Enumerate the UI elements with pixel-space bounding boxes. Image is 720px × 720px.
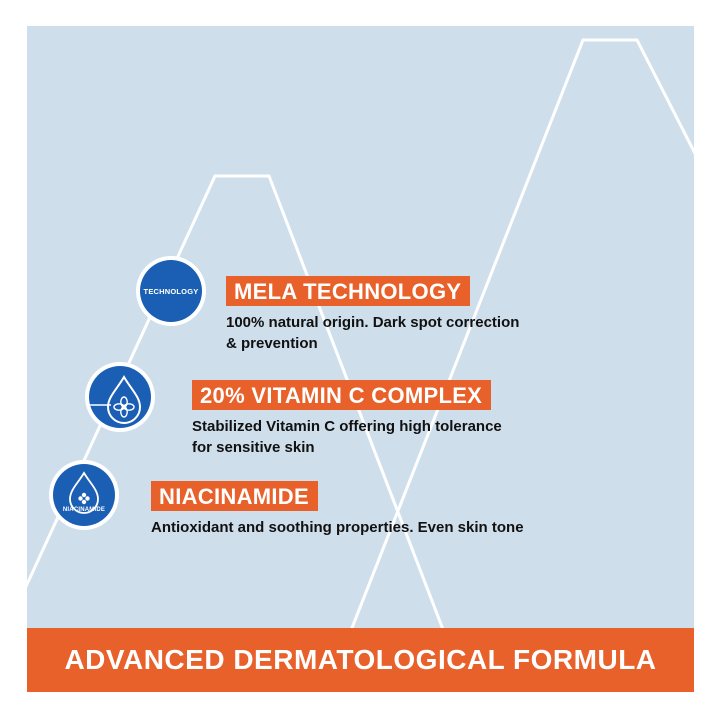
feature-title: MELA TECHNOLOGY [226, 276, 471, 306]
feature-title: NIACINAMIDE [151, 481, 318, 511]
feature-description: 100% natural origin. Dark spot correctio… [226, 312, 519, 354]
feature-description-line: for sensitive skin [192, 439, 315, 456]
background-panel [27, 26, 694, 692]
niacinamide-drop-icon: NIACINAMIDE [53, 464, 115, 526]
niacinamide-badge: NIACINAMIDE [49, 460, 119, 530]
drop-flower-icon [89, 375, 142, 424]
technology-badge-icon: TECHNOLOGY [140, 260, 202, 322]
technology-badge: TECHNOLOGY [136, 256, 206, 326]
drop-outline-icon [69, 471, 99, 514]
feature-description-line: & prevention [226, 335, 318, 352]
feature-vitamin-c: 20% VITAMIN C COMPLEX Stabilized Vitamin… [192, 380, 502, 458]
feature-description-line: Stabilized Vitamin C offering high toler… [192, 418, 502, 435]
feature-description: Antioxidant and soothing properties. Eve… [151, 517, 524, 538]
vitamin-c-badge [85, 362, 155, 432]
feature-description: Stabilized Vitamin C offering high toler… [192, 416, 502, 458]
feature-description-line: 100% natural origin. Dark spot correctio… [226, 314, 520, 331]
technology-badge-label: TECHNOLOGY [143, 286, 199, 296]
vitamin-c-drop-icon [89, 366, 151, 428]
feature-title: 20% VITAMIN C COMPLEX [192, 380, 492, 410]
feature-niacinamide: NIACINAMIDE Antioxidant and soothing pro… [151, 481, 524, 538]
niacinamide-badge-label: NIACINAMIDE [62, 507, 106, 513]
mountain-lines-decoration [27, 38, 694, 667]
footer-banner: ADVANCED DERMATOLOGICAL FORMULA [27, 628, 694, 692]
feature-mela-technology: MELA TECHNOLOGY 100% natural origin. Dar… [226, 276, 519, 354]
feature-description-line: Antioxidant and soothing properties. Eve… [151, 519, 524, 536]
footer-banner-text: ADVANCED DERMATOLOGICAL FORMULA [64, 644, 657, 675]
